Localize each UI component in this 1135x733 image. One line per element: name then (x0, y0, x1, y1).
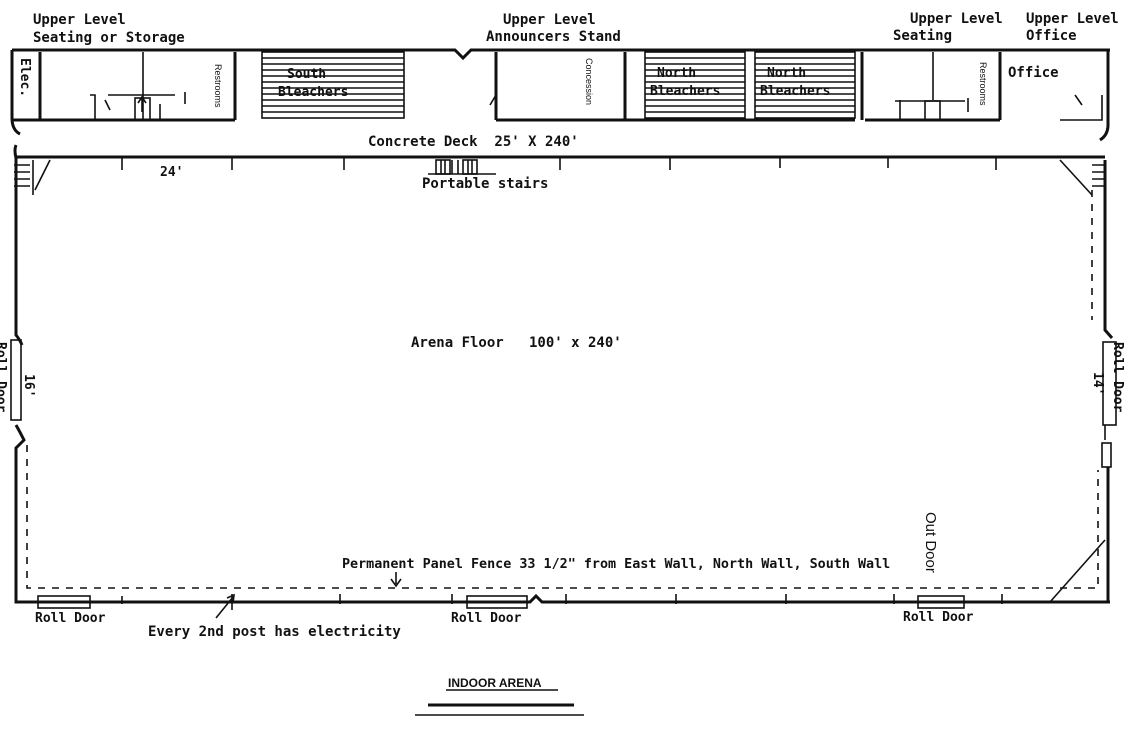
label-upper-storage-1: Upper Level (33, 12, 126, 28)
label-elec: Elec. (17, 58, 32, 97)
concrete-deck-edge (14, 155, 1106, 196)
label-roll-door-east: Roll Door (1110, 342, 1125, 413)
roll-door-bottom-1 (37, 595, 91, 609)
south-bleachers (261, 51, 405, 119)
label-fence-note: Permanent Panel Fence 33 1/2" from East … (342, 557, 890, 572)
label-restrooms-right: Restrooms (978, 62, 988, 106)
label-dim-16: 16' (21, 374, 36, 397)
label-upper-seating-1: Upper Level (910, 11, 1003, 27)
label-restrooms-left: Restrooms (213, 64, 223, 108)
label-south-bleachers-1: South (287, 67, 326, 82)
label-roll-door-bottom-2: Roll Door (451, 611, 522, 626)
restroom-arrow-left (137, 95, 147, 112)
title-underline (415, 689, 584, 716)
north-bleachers-b (754, 51, 856, 119)
label-north-bleachers-b-1: North (767, 66, 806, 81)
label-office: Office (1008, 65, 1059, 81)
diagram-title: INDOOR ARENA (448, 676, 542, 690)
arena-walls (13, 144, 1114, 604)
label-announcers-2: Announcers Stand (486, 29, 621, 45)
fence-arrow (390, 572, 402, 588)
permanent-panel-fence (26, 190, 1106, 603)
roll-door-west (10, 339, 22, 421)
bottom-post-ticks (121, 594, 1003, 610)
label-concrete-deck: Concrete Deck 25' X 240' (368, 134, 579, 150)
label-portable-stairs: Portable stairs (422, 176, 548, 192)
label-concession: Concession (584, 58, 594, 105)
portable-stairs (428, 159, 496, 175)
roll-door-east (1102, 341, 1117, 426)
label-announcers-1: Upper Level (503, 12, 596, 28)
deck-post-ticks (121, 158, 997, 174)
label-upper-office-2: Office (1026, 28, 1077, 44)
north-bleachers-a (644, 51, 746, 119)
electricity-arrow (215, 593, 235, 619)
label-dim-24: 24' (160, 165, 183, 180)
label-upper-storage-2: Seating or Storage (33, 30, 185, 46)
label-electricity-note: Every 2nd post has electricity (148, 624, 401, 640)
label-upper-seating-2: Seating (893, 28, 952, 44)
upper-building-walls (10, 48, 1110, 142)
roll-door-bottom-3 (917, 595, 965, 609)
label-roll-door-bottom-1: Roll Door (35, 611, 106, 626)
label-north-bleachers-a-2: Bleachers (650, 84, 720, 99)
roll-door-bottom-2 (466, 595, 528, 609)
label-roll-door-bottom-3: Roll Door (903, 610, 974, 625)
label-dim-14: 14' (1090, 372, 1105, 395)
label-out-door: Out Door (922, 512, 939, 573)
label-south-bleachers-2: Bleachers (278, 85, 348, 100)
label-roll-door-west: Roll Door (0, 342, 8, 413)
label-north-bleachers-b-2: Bleachers (760, 84, 830, 99)
label-north-bleachers-a-1: North (657, 66, 696, 81)
label-arena-floor: Arena Floor 100' x 240' (411, 335, 622, 351)
label-upper-office-1: Upper Level (1026, 11, 1119, 27)
